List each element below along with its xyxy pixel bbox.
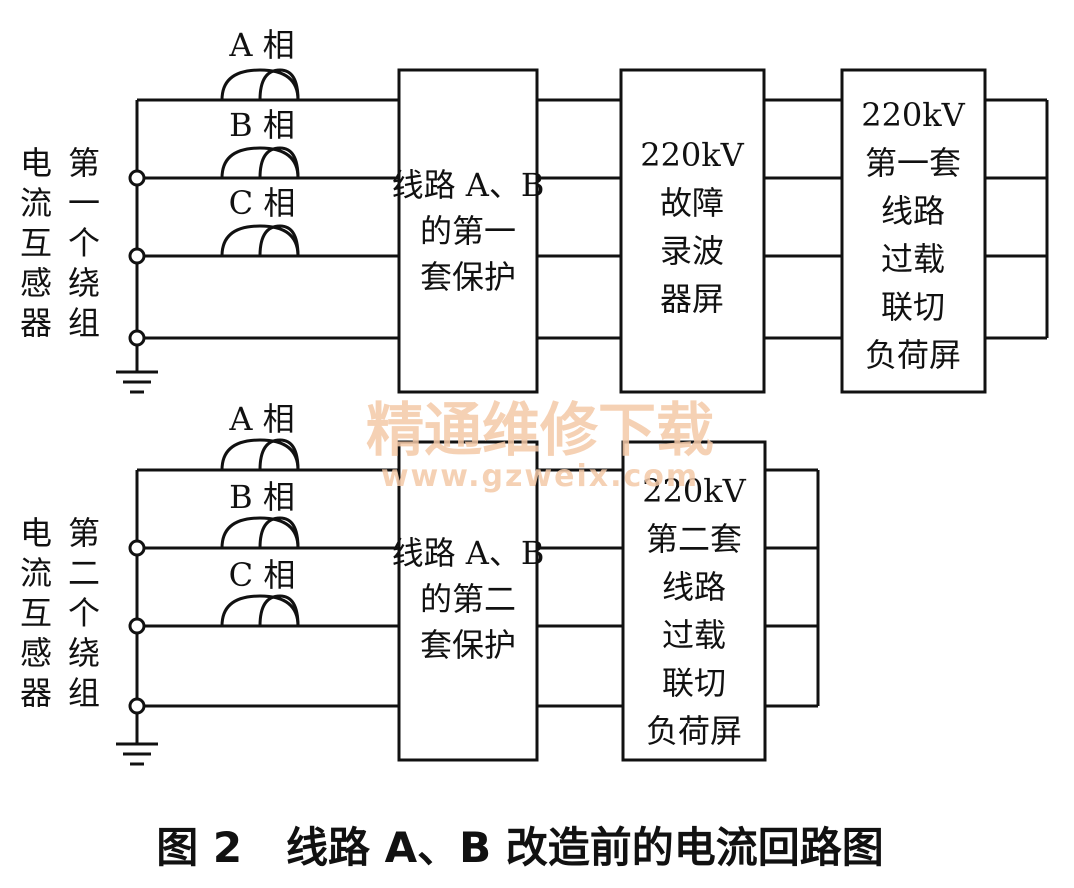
bottom-overload-line: 负荷屏 (646, 712, 742, 750)
top-protection-box (397, 68, 539, 394)
bottom-phase-a-label: A 相 (228, 400, 294, 438)
top-recorder-line: 录波 (660, 232, 724, 270)
bottom-coil-b-2 (258, 516, 300, 549)
bottom-coil-a-1 (220, 438, 300, 471)
top-winding-label: 第一个绕组 (68, 144, 100, 342)
top-node-n (128, 329, 146, 347)
bottom-coil-a-2 (258, 438, 300, 471)
top-node-b (128, 169, 146, 187)
bottom-overload-line: 第二套 (646, 520, 742, 558)
bottom-node-c (128, 617, 146, 635)
top-winding-label-text: 第一个绕组 (68, 144, 100, 342)
watermark-url: www.gzweix.com (381, 459, 699, 494)
top-overload-line: 过载 (881, 240, 945, 278)
top-protection-line: 套保护 (420, 258, 516, 296)
top-phase-b-label: B 相 (229, 106, 295, 144)
bottom-coil-c-2 (258, 594, 300, 627)
bottom-node-b (128, 539, 146, 557)
bottom-overload-line: 联切 (662, 664, 726, 702)
bottom-coil-b-1 (220, 516, 300, 549)
top-recorder-box (619, 68, 766, 394)
bottom-overload-box (621, 440, 767, 762)
top-ct-label: 电流互感器 (20, 144, 52, 342)
top-protection-line: 的第一 (420, 212, 516, 250)
bottom-protection-line: 的第二 (420, 580, 516, 618)
top-overload-line: 第一套 (865, 144, 961, 182)
top-phase-c-label: C 相 (229, 184, 296, 222)
bottom-overload-line: 过载 (662, 616, 726, 654)
bottom-winding-label-text: 第二个绕组 (68, 514, 100, 712)
bottom-ct-label-text: 电流互感器 (20, 514, 52, 712)
bottom-overload-line: 线路 (662, 568, 726, 606)
bottom-protection-line: 套保护 (420, 626, 516, 664)
top-coil-a-2 (258, 68, 300, 101)
top-overload-line: 联切 (881, 288, 945, 326)
bottom-winding-label: 第二个绕组 (68, 514, 100, 712)
top-coil-c-2 (258, 224, 300, 257)
top-coil-a-1 (220, 68, 300, 101)
bottom-phase-b-label: B 相 (229, 478, 295, 516)
top-overload-line: 负荷屏 (865, 336, 961, 374)
top-overload-box (840, 68, 987, 394)
top-coil-b-1 (220, 146, 300, 179)
bottom-protection-box (397, 440, 539, 762)
bottom-node-n (128, 697, 146, 715)
top-ct-label-text: 电流互感器 (20, 144, 52, 342)
top-coil-c-1 (220, 224, 300, 257)
top-recorder-line: 220kV (640, 136, 744, 174)
top-node-c (128, 247, 146, 265)
top-phase-a-label: A 相 (228, 26, 294, 64)
top-protection-line: 线路 A、B (392, 166, 545, 204)
watermark-text: 精通维修下载 (366, 396, 714, 464)
top-recorder-line: 故障 (660, 184, 724, 222)
bottom-ct-label: 电流互感器 (20, 514, 52, 712)
figure-caption: 图 2 线路 A、B 改造前的电流回路图 (156, 823, 883, 872)
bottom-coil-c-1 (220, 594, 300, 627)
bottom-phase-c-label: C 相 (229, 556, 296, 594)
bottom-protection-line: 线路 A、B (392, 534, 545, 572)
top-overload-line: 线路 (881, 192, 945, 230)
top-coil-b-2 (258, 146, 300, 179)
bottom-overload-line: 220kV (642, 472, 746, 510)
top-recorder-line: 器屏 (660, 280, 724, 318)
top-overload-line: 220kV (861, 96, 965, 134)
